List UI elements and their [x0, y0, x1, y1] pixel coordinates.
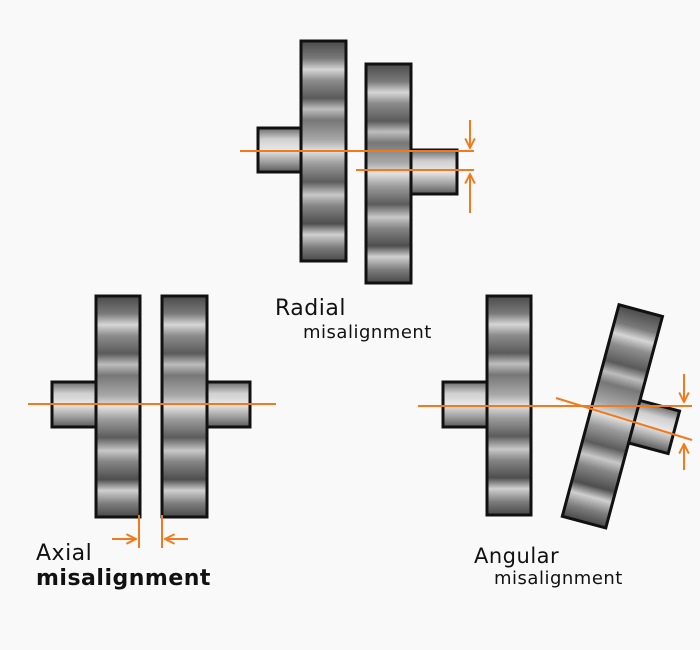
axial-label-line1: Axial [36, 541, 93, 566]
angular-left-shaft [441, 380, 491, 429]
radial-label-line2: misalignment [303, 322, 432, 343]
angular-misalignment-label: Angular misalignment [474, 546, 623, 588]
axial-label-line2: misalignment [36, 566, 211, 591]
angular-label-line2: misalignment [494, 568, 623, 589]
radial-right-coupling-disc [364, 62, 413, 285]
radial-right-shaft [406, 148, 459, 196]
radial-misalignment-label: Radial misalignment [275, 298, 432, 342]
axial-misalignment-group [28, 294, 276, 548]
radial-label-line1: Radial [275, 296, 346, 321]
angular-label-line1: Angular [474, 544, 560, 568]
axial-misalignment-label: Axial misalignment [36, 543, 211, 590]
angular-misalignment-group [418, 294, 693, 530]
axial-right-coupling-disc [160, 294, 209, 519]
angular-tilted-axis-line [555, 397, 693, 441]
axial-left-coupling-disc [94, 294, 142, 519]
radial-misalignment-group [240, 39, 474, 285]
